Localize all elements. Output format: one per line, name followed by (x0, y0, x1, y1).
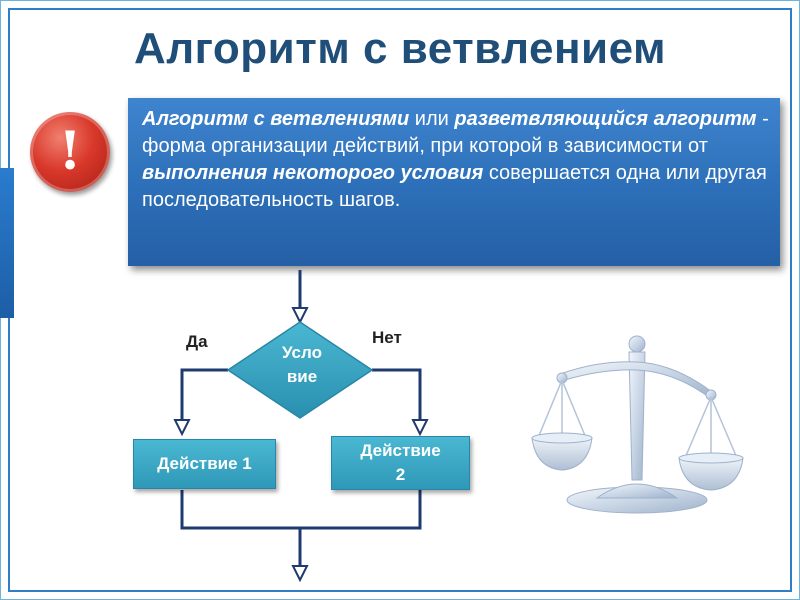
action2-label-line2: 2 (395, 465, 406, 484)
no-arrow-icon (411, 419, 429, 437)
no-label: Нет (372, 328, 402, 347)
exclamation-icon: ! (30, 112, 110, 192)
balance-scale-icon (531, 335, 744, 514)
condition-label-line1: Усло (282, 343, 322, 362)
definition-term-branching: Алгоритм с ветвлениями (142, 108, 410, 130)
condition-label-line2: вие (286, 367, 318, 386)
action2-label-line1: Действие (360, 441, 441, 460)
merge-line (180, 490, 422, 530)
definition-text: Алгоритм с ветвлениями или разветвляющий… (142, 106, 772, 214)
arrowheads (173, 307, 429, 583)
yes-branch-line (180, 368, 228, 423)
side-accent-strip (0, 168, 14, 318)
slide-title: Алгоритм с ветвлением (133, 24, 667, 73)
definition-term-branched: разветвляющийся алгоритм (454, 108, 757, 130)
condition-diamond (226, 321, 374, 419)
action1-box: Действие 1 (133, 439, 276, 489)
exclamation-mark: ! (58, 121, 82, 182)
condition-label: Усло вие (242, 341, 362, 389)
definition-box: Алгоритм с ветвлениями или разветвляющий… (128, 98, 780, 266)
exit-arrow-icon (291, 565, 309, 583)
action1-label: Действие 1 (157, 454, 252, 473)
flow-lines (180, 270, 422, 572)
no-branch-line (372, 368, 422, 423)
definition-text-part2: - форма организации действий, при которо… (142, 108, 769, 157)
entry-arrow-icon (291, 307, 309, 325)
action2-box: Действие 2 (331, 436, 470, 490)
yes-label: Да (186, 332, 208, 351)
definition-text-part3: совершается одна или другая последовател… (142, 162, 767, 211)
yes-arrow-icon (173, 419, 191, 437)
definition-text-part1: или (409, 108, 455, 130)
definition-term-condition: выполнения некоторого условия (142, 162, 484, 184)
